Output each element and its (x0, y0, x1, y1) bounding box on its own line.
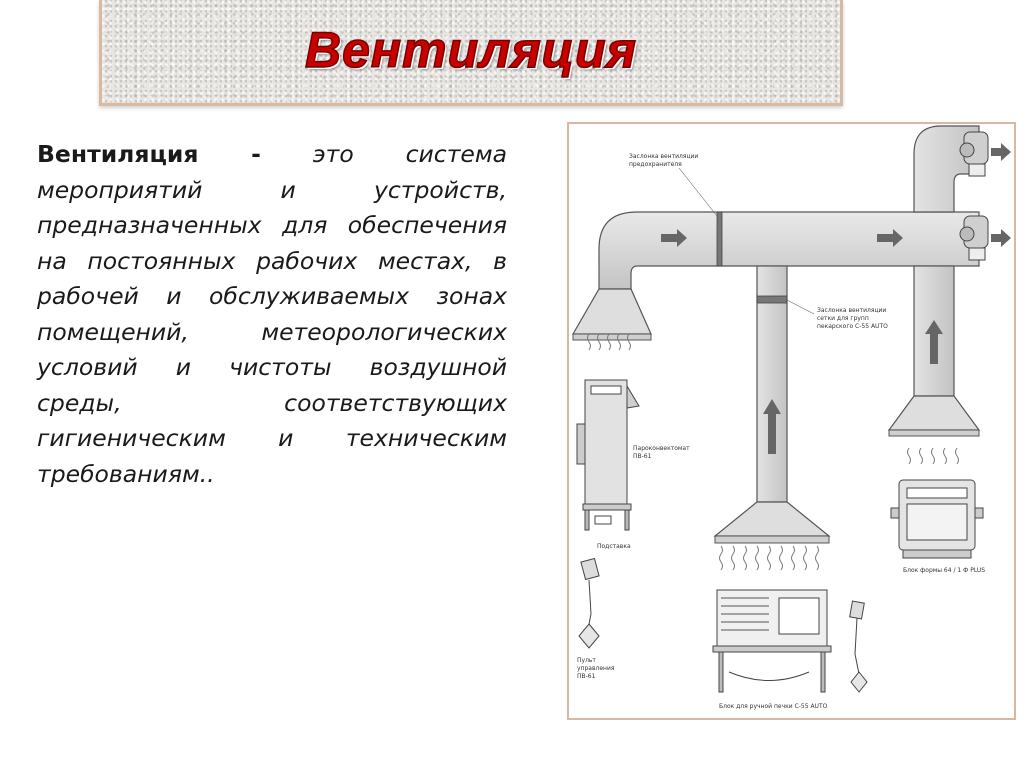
heat-waves-left (587, 333, 631, 351)
label-bottom-oven: Блок для ручной печки С-55 AUTO (719, 703, 828, 710)
heat-waves-middle (719, 545, 819, 571)
arrow-up-icon (925, 320, 943, 364)
definition-text: это система мероприятий и устройств, пре… (37, 140, 507, 488)
definition-term: Вентиляция - (37, 140, 261, 168)
arrow-right-icon (661, 229, 687, 247)
arrow-right-icon (991, 229, 1011, 247)
damper-top (716, 211, 723, 267)
slide-title: Вентиляция (304, 21, 637, 79)
fan-upper (959, 131, 989, 177)
left-oven-icon (576, 379, 640, 531)
middle-duct (756, 265, 788, 503)
right-oven-icon (890, 479, 984, 559)
left-remote-icon (578, 557, 600, 649)
damper-mid (756, 295, 788, 304)
arrow-right-icon (991, 143, 1011, 161)
arrow-right-icon (877, 229, 903, 247)
label-right-oven: Блок формы 64 / 1 Ф PLUS (903, 567, 985, 574)
definition-paragraph: Вентиляция - это система мероприятий и у… (37, 137, 507, 492)
heat-waves-right (907, 447, 959, 465)
fan-lower (959, 215, 989, 261)
bottom-oven-icon (712, 589, 832, 693)
bottom-remote-icon (849, 600, 868, 693)
title-banner: Вентиляция (99, 0, 843, 106)
arrow-up-icon (763, 399, 781, 454)
right-hood (887, 395, 981, 431)
middle-hood (713, 501, 831, 537)
left-hood (571, 288, 652, 335)
label-left-stand: Подставка (597, 543, 631, 550)
